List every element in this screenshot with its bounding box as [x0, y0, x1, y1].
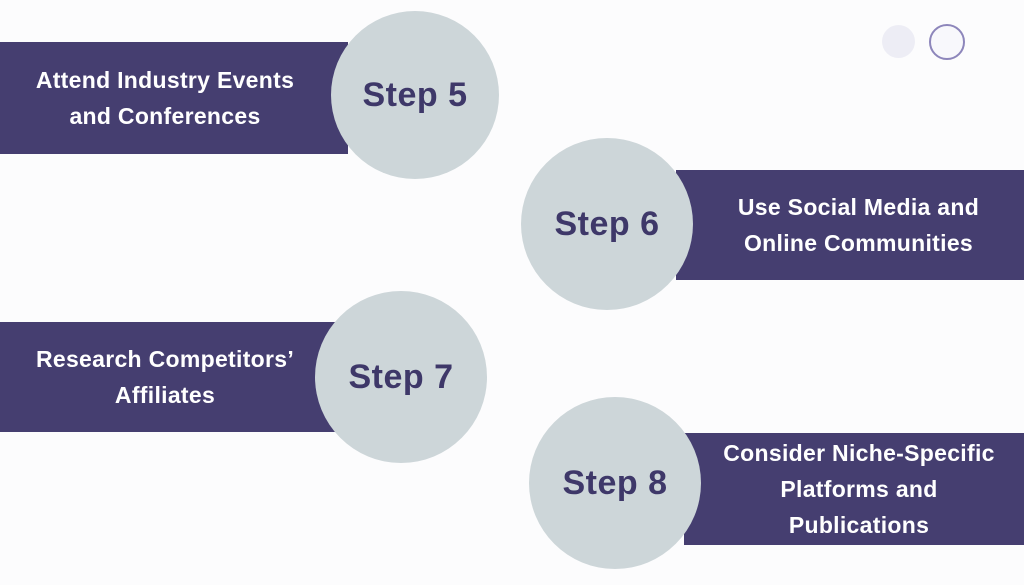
step-7-description: Research Competitors’ Affiliates — [35, 346, 295, 408]
step-8-circle: Step 8 — [529, 397, 701, 569]
decor-dot-filled — [882, 25, 915, 58]
step-5-banner: Attend Industry Events and Conferences — [0, 42, 348, 154]
step-8-banner: Consider Niche-Specific Platforms and Pu… — [684, 433, 1024, 545]
step-7-circle: Step 7 — [315, 291, 487, 463]
step-8-label: Step 8 — [562, 463, 668, 502]
step-7-banner: Research Competitors’ Affiliates — [0, 322, 348, 432]
decor-dot-outlined — [929, 24, 965, 60]
step-5-label: Step 5 — [362, 75, 468, 114]
step-6-description: Use Social Media and Online Communities — [737, 194, 980, 256]
step-7-label: Step 7 — [348, 357, 454, 396]
step-8-description: Consider Niche-Specific Platforms and Pu… — [723, 440, 995, 538]
step-6-circle: Step 6 — [521, 138, 693, 310]
step-6-banner: Use Social Media and Online Communities — [676, 170, 1024, 280]
step-6-label: Step 6 — [554, 204, 660, 243]
step-5-description: Attend Industry Events and Conferences — [35, 67, 295, 129]
step-5-circle: Step 5 — [331, 11, 499, 179]
